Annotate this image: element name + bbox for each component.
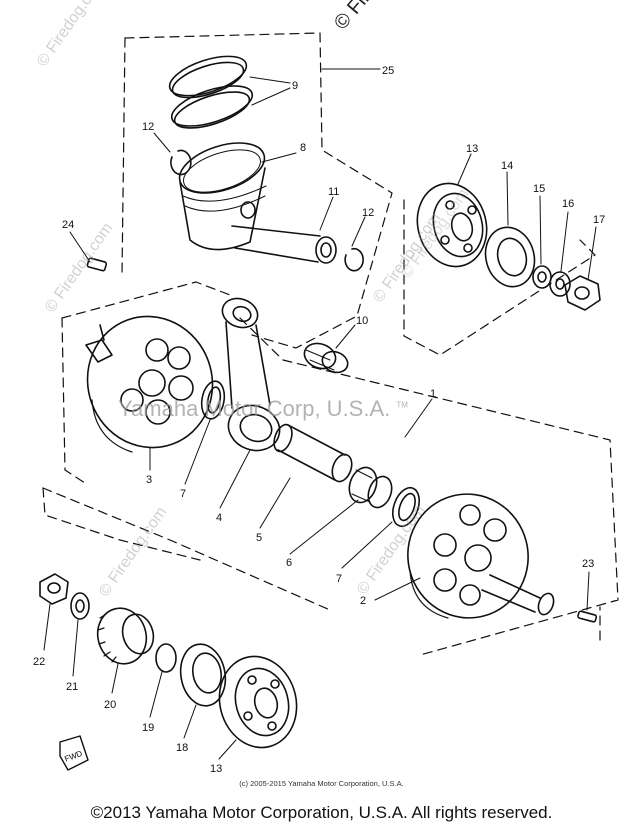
lower-assembly-outline <box>42 487 331 611</box>
piston <box>178 142 267 251</box>
label-22: 22 <box>33 656 45 668</box>
label-16: 16 <box>562 198 574 210</box>
crank-web-left <box>85 315 214 453</box>
label-3: 3 <box>146 474 152 486</box>
right-bearing <box>416 182 488 268</box>
bearing-group-outline <box>403 199 596 356</box>
label-2: 2 <box>360 595 366 607</box>
label-13b: 13 <box>210 763 222 775</box>
label-12b: 12 <box>362 207 374 219</box>
label-20: 20 <box>104 699 116 711</box>
piston-group-outline <box>121 32 393 349</box>
nut-17 <box>564 275 601 311</box>
fwd-badge-text: FWD <box>63 749 83 764</box>
label-17: 17 <box>593 214 605 226</box>
label-18: 18 <box>176 742 188 754</box>
nut-22 <box>39 573 69 605</box>
part-numbers: 25 9 12 8 11 12 24 13 14 15 16 17 10 1 3… <box>33 65 605 775</box>
label-12a: 12 <box>142 121 154 133</box>
label-24: 24 <box>62 219 74 231</box>
label-7a: 7 <box>180 488 186 500</box>
label-23: 23 <box>582 558 594 570</box>
fwd-arrow <box>59 735 89 771</box>
circlip-right <box>344 247 364 272</box>
piston-rings <box>168 55 254 129</box>
label-10: 10 <box>356 315 368 327</box>
crank-web-right <box>407 493 555 619</box>
big-end-bearing <box>348 466 393 509</box>
watermark-center-text: Yamaha Motor Corp, U.S.A. <box>118 396 391 421</box>
label-14: 14 <box>501 160 513 172</box>
crankshaft-group-outline <box>42 281 619 656</box>
label-13a: 13 <box>466 143 478 155</box>
label-11: 11 <box>328 186 339 198</box>
crank-pin <box>273 423 353 483</box>
washer-16 <box>549 271 571 297</box>
thrust-washer-left <box>200 380 226 420</box>
o-ring-19 <box>155 643 177 673</box>
watermark-tm: TM <box>396 400 408 410</box>
leader-lines <box>43 68 597 760</box>
key-23 <box>577 610 598 623</box>
label-6: 6 <box>286 557 292 569</box>
connecting-rod <box>221 297 281 452</box>
washer-15 <box>532 265 552 289</box>
label-9: 9 <box>292 80 298 92</box>
watermark-center: Yamaha Motor Corp, U.S.A. TM <box>118 396 408 422</box>
label-21: 21 <box>66 681 78 693</box>
label-5: 5 <box>256 532 262 544</box>
primary-gear <box>96 607 155 665</box>
label-1: 1 <box>430 388 436 400</box>
left-bearing <box>218 655 298 749</box>
label-8: 8 <box>300 142 306 154</box>
small-end-bearing <box>303 342 349 374</box>
copyright-main: ©2013 Yamaha Motor Corporation, U.S.A. A… <box>90 803 553 822</box>
woodruff-key <box>86 257 108 272</box>
washer-21 <box>70 592 90 620</box>
piston-pin <box>231 225 337 264</box>
label-15: 15 <box>533 183 545 195</box>
oil-seal-18 <box>179 643 227 707</box>
label-25: 25 <box>382 65 394 77</box>
label-19: 19 <box>142 722 154 734</box>
thrust-washer-right <box>392 486 420 528</box>
oil-seal <box>484 226 536 288</box>
copyright-small: (c) 2005-2015 Yamaha Motor Corporation, … <box>239 779 404 788</box>
label-7b: 7 <box>336 573 342 585</box>
label-4: 4 <box>216 512 222 524</box>
